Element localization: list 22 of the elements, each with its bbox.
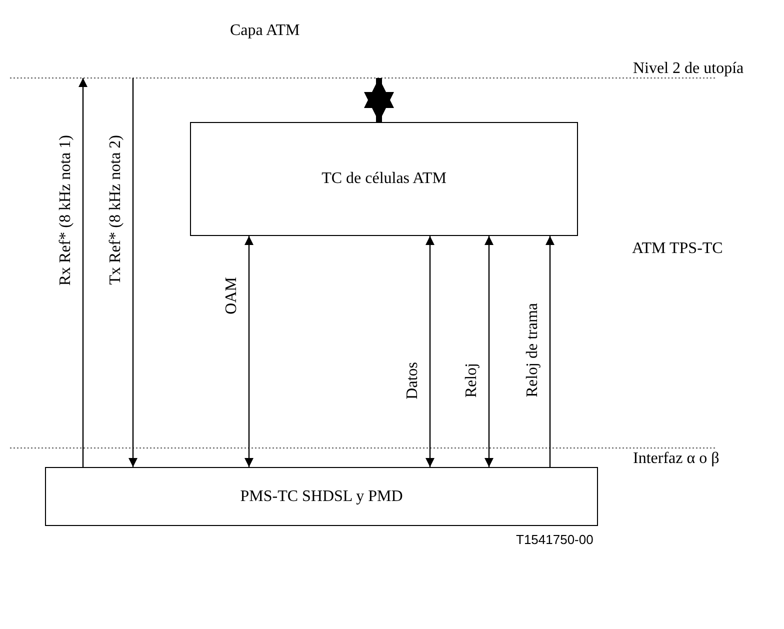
interface-label: Interfaz α o β xyxy=(633,450,720,468)
edge-label: Reloj de trama xyxy=(524,303,542,398)
edge-label: Tx Ref* (8 kHz nota 2) xyxy=(107,135,125,285)
level-label: Nivel 2 de utopía xyxy=(633,60,744,78)
edge-label: Datos xyxy=(404,362,422,399)
box-label: PMS-TC SHDSL y PMD xyxy=(240,488,403,506)
process-box xyxy=(45,467,598,526)
layer-label: Capa ATM xyxy=(230,22,300,40)
arrow xyxy=(546,236,554,467)
figure-code: T1541750-00 xyxy=(516,532,594,547)
arrow xyxy=(364,78,394,122)
arrow xyxy=(426,236,434,467)
arrow xyxy=(78,78,88,467)
arrow xyxy=(484,236,494,467)
edge-label: Reloj xyxy=(463,362,481,398)
process-box xyxy=(190,122,578,236)
sublayer-label: ATM TPS-TC xyxy=(632,240,723,258)
box-label: TC de células ATM xyxy=(322,170,446,188)
edge-label: OAM xyxy=(223,276,241,314)
arrow xyxy=(128,78,138,467)
edge-label: Rx Ref* (8 kHz nota 1) xyxy=(57,134,75,286)
arrow xyxy=(244,236,254,467)
